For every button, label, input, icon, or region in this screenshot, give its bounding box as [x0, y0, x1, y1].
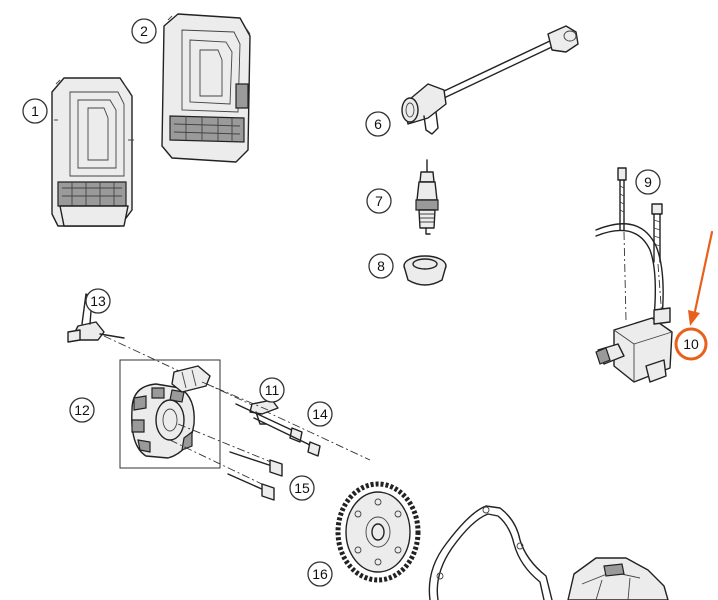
callout-label: 6: [374, 116, 382, 132]
control-unit-1: [51, 77, 134, 227]
callout-14: 14: [307, 401, 333, 427]
highlight-arrow: [688, 230, 714, 326]
callout-label: 11: [265, 382, 280, 398]
callout-6: 6: [365, 111, 391, 137]
stator-assembly-12: [119, 359, 221, 469]
callout-9: 9: [635, 169, 661, 195]
flywheel-16: [335, 481, 421, 583]
callout-11: 11: [259, 377, 285, 403]
control-unit-2: [161, 13, 251, 163]
callout-8: 8: [368, 253, 394, 279]
callout-label: 8: [377, 258, 385, 274]
callout-label: 15: [294, 480, 310, 496]
callout-label: 2: [140, 23, 148, 39]
ignition-coil-10: [595, 167, 673, 383]
screws-15: [169, 423, 283, 501]
callout-label: 10: [683, 336, 699, 352]
axis-line-11: [201, 381, 269, 411]
callout-12: 12: [69, 397, 95, 423]
pickup-sensor-13: [67, 293, 125, 343]
callout-1: 1: [22, 98, 48, 124]
callout-label: 7: [375, 193, 383, 209]
callout-7: 7: [366, 188, 392, 214]
callout-10: 10: [674, 327, 708, 361]
callout-label: 9: [644, 174, 652, 190]
callout-13: 13: [85, 288, 111, 314]
callout-label: 12: [74, 402, 90, 418]
ignition-cover: [567, 557, 669, 600]
screws-14: [235, 403, 321, 457]
seal-ring-8: [403, 255, 447, 286]
callout-label: 13: [90, 293, 106, 309]
callout-2: 2: [131, 18, 157, 44]
callout-15: 15: [289, 475, 315, 501]
callout-label: 16: [312, 566, 328, 582]
callout-label: 1: [31, 103, 39, 119]
callout-label: 14: [312, 406, 328, 422]
spark-plug-7: [415, 159, 439, 235]
cover-gasket: [428, 505, 553, 600]
spark-plug-cap-6: [401, 25, 579, 135]
axis-line-13: [103, 335, 371, 461]
callout-16: 16: [307, 561, 333, 587]
